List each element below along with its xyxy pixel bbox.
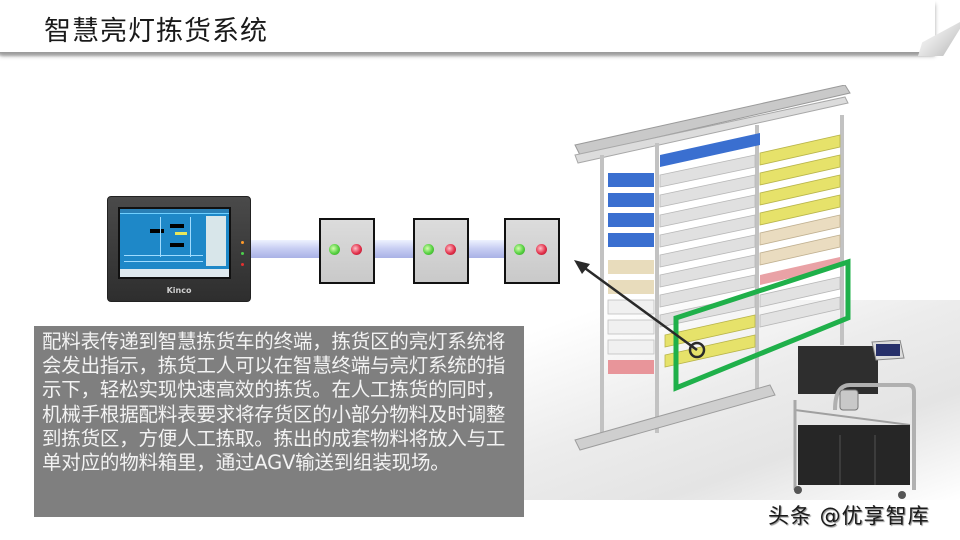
green-led-icon [423, 244, 434, 255]
hmi-brand-label: Kinco [166, 286, 192, 295]
green-led-icon [329, 244, 340, 255]
description-text: 配料表传递到智慧拣货车的终端，拣货区的亮灯系统将会发出指示，拣货工人可以在智慧终… [42, 330, 506, 475]
red-led-icon [536, 244, 547, 255]
red-led-icon [351, 244, 362, 255]
pick-light-node-1 [319, 218, 375, 284]
pick-light-node-3 [504, 218, 560, 284]
watermark: 头条 @优享智库 [768, 504, 930, 528]
description-box: 配料表传递到智慧拣货车的终端，拣货区的亮灯系统将会发出指示，拣货工人可以在智慧终… [34, 326, 524, 517]
page-title: 智慧亮灯拣货系统 [44, 16, 268, 47]
pick-light-node-2 [413, 218, 469, 284]
status-led-icon [241, 241, 244, 244]
hmi-terminal: Kinco [107, 196, 251, 302]
smart-picking-cart-illustration [793, 340, 916, 499]
red-led-icon [445, 244, 456, 255]
status-led-icon [241, 252, 244, 255]
status-led-icon [241, 263, 244, 266]
green-led-icon [514, 244, 525, 255]
connection-bus [251, 240, 510, 258]
title-banner: 智慧亮灯拣货系统 [0, 0, 935, 57]
hmi-screen [118, 207, 231, 279]
